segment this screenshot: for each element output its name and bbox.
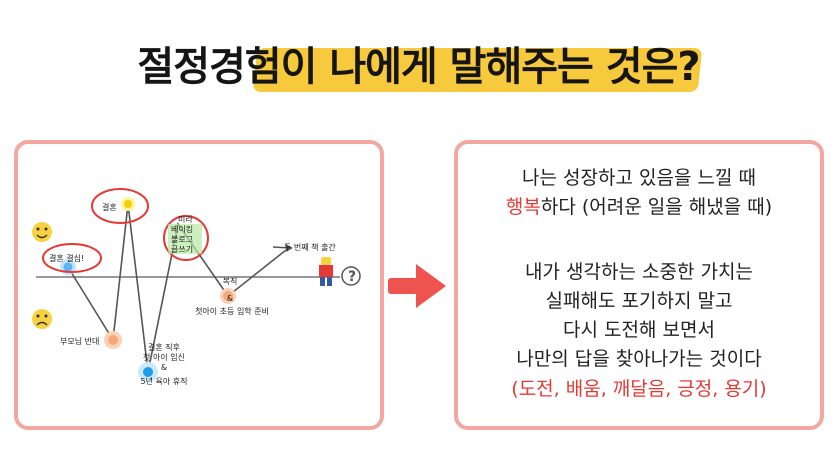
happy-face-icon: [32, 222, 52, 242]
label-return-1: 복직: [223, 276, 238, 286]
highlight-circle-blog: [163, 215, 209, 261]
label-after-3: &: [161, 363, 167, 372]
value-line-1: 내가 생각하는 소중한 가치는: [525, 261, 753, 283]
value-line-3: 다시 도전해 보면서: [563, 319, 715, 341]
sad-face-icon: [32, 309, 52, 329]
value-line-2: 실패해도 포기하지 말고: [545, 290, 733, 312]
label-second-book: 두 번째 책 출간: [284, 242, 336, 252]
page-title: 절정경험이 나에게 말해주는 것은?: [137, 44, 700, 90]
insight-line-2: 행복하다 (어려운 일을 해냈을 때): [458, 193, 820, 222]
life-graph-panel: 결혼 결혼 결심! 부모님 반대 결혼 직후 첫 아이 임신 & 5년 육아 휴…: [14, 140, 384, 430]
svg-text:?: ?: [348, 269, 356, 285]
highlight-circle-decision: [42, 243, 102, 273]
label-marriage: 결혼: [102, 202, 117, 212]
lego-figure-icon: [319, 257, 333, 286]
label-marriage-decision: 결혼 결심!: [49, 253, 84, 263]
label-return-3: 첫아이 초등 입학 준비: [195, 306, 269, 316]
label-blog-4: 글쓰기: [171, 245, 193, 254]
insight-panel: 나는 성장하고 있음을 느낄 때 행복하다 (어려운 일을 해냈을 때) 내가 …: [454, 140, 824, 430]
question-icon: ?: [341, 266, 361, 286]
label-blog-3: 블로그: [171, 234, 193, 244]
label-after-2: 첫 아이 임신: [143, 352, 185, 362]
arrow-right-icon: [388, 264, 446, 308]
value-line-4: 나만의 답을 찾아나가는 것이다: [516, 348, 762, 370]
insight-line-2-rest: 하다 (어려운 일을 해냈을 때): [540, 196, 773, 218]
label-after-4: 5년 육아 휴직: [141, 376, 188, 386]
label-parents: 부모님 반대: [60, 337, 99, 346]
label-return-2: &: [227, 294, 233, 303]
happy-word: 행복: [505, 196, 541, 218]
label-blog-2: 베이킹: [171, 224, 193, 234]
highlight-circle-marriage: [91, 188, 149, 224]
label-blog-1: 미라: [178, 215, 193, 224]
blog-highlight-box: [168, 224, 202, 254]
insight-line-1: 나는 성장하고 있음을 느낄 때: [522, 167, 756, 189]
values-list: (도전, 배움, 깨달음, 긍정, 용기): [511, 378, 767, 400]
life-graph: 결혼 결혼 결심! 부모님 반대 결혼 직후 첫 아이 임신 & 5년 육아 휴…: [32, 188, 361, 386]
label-after-1: 결혼 직후: [148, 342, 180, 352]
title-area: 절정경험이 나에게 말해주는 것은?: [0, 0, 837, 110]
